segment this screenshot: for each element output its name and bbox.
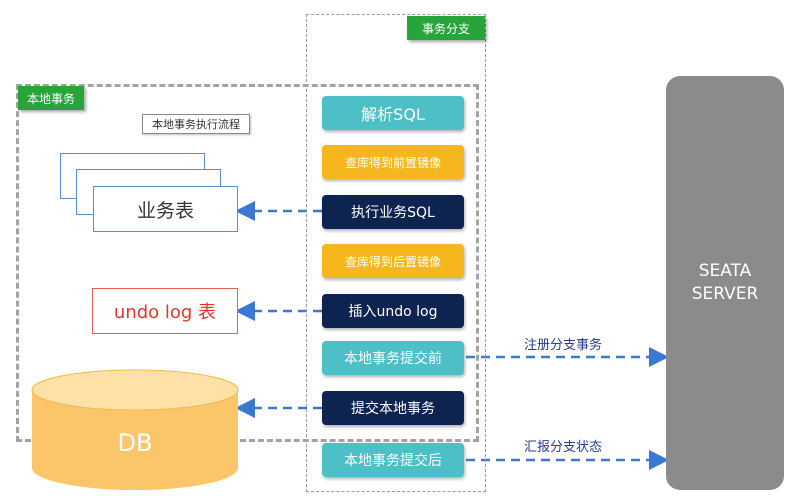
report-status-label: 汇报分支状态 xyxy=(524,440,603,455)
branch-tag: 事务分支 xyxy=(407,16,485,40)
db-label: DB xyxy=(117,429,153,457)
db-cylinder xyxy=(31,369,239,490)
local-flow-title: 本地事务执行流程 xyxy=(142,114,250,134)
seata-server-line1: SEATA xyxy=(698,261,752,281)
business-table-label: 业务表 xyxy=(136,199,194,222)
step-execute-business-sql: 执行业务SQL xyxy=(322,195,464,229)
register-branch-label: 注册分支事务 xyxy=(524,338,603,353)
undo-log-table: undo log 表 xyxy=(92,288,238,334)
step-query-after-image: 查库得到后置镜像 xyxy=(322,244,464,278)
step-insert-undo-log: 插入undo log xyxy=(322,294,464,328)
branch-frame xyxy=(306,14,486,492)
step-query-before-image: 查库得到前置镜像 xyxy=(322,145,464,179)
step-before-local-commit: 本地事务提交前 xyxy=(322,341,464,375)
seata-server: SEATA SERVER xyxy=(666,76,784,490)
local-transaction-tag: 本地事务 xyxy=(18,86,84,110)
step-parse-sql: 解析SQL xyxy=(322,96,464,130)
seata-server-line2: SERVER xyxy=(691,284,759,304)
undo-log-table-label: undo log 表 xyxy=(113,302,217,323)
step-commit-local-transaction: 提交本地事务 xyxy=(322,391,464,425)
step-after-local-commit: 本地事务提交后 xyxy=(322,443,464,477)
business-table: 业务表 xyxy=(93,186,238,232)
local-transaction-frame xyxy=(16,84,479,442)
